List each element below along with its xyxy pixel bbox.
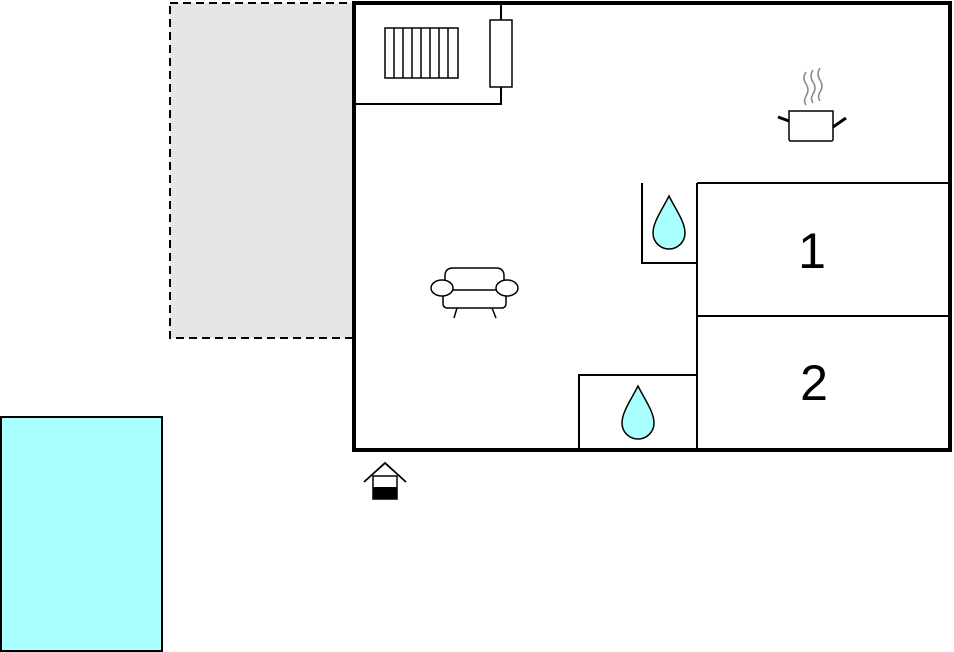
terrace-area (169, 2, 355, 339)
sofa-icon (430, 267, 519, 319)
entrance-icon (363, 461, 407, 500)
water-drop-icon (621, 384, 655, 440)
room-number-1: 1 (798, 223, 826, 279)
room-number-2: 2 (800, 355, 828, 411)
stairs-icon (384, 27, 459, 79)
cooking-pot-icon (777, 67, 847, 142)
water-drop-icon (652, 194, 686, 250)
radiator-icon (489, 19, 513, 88)
swimming-pool (0, 416, 163, 652)
outer-walls (352, 1, 952, 452)
